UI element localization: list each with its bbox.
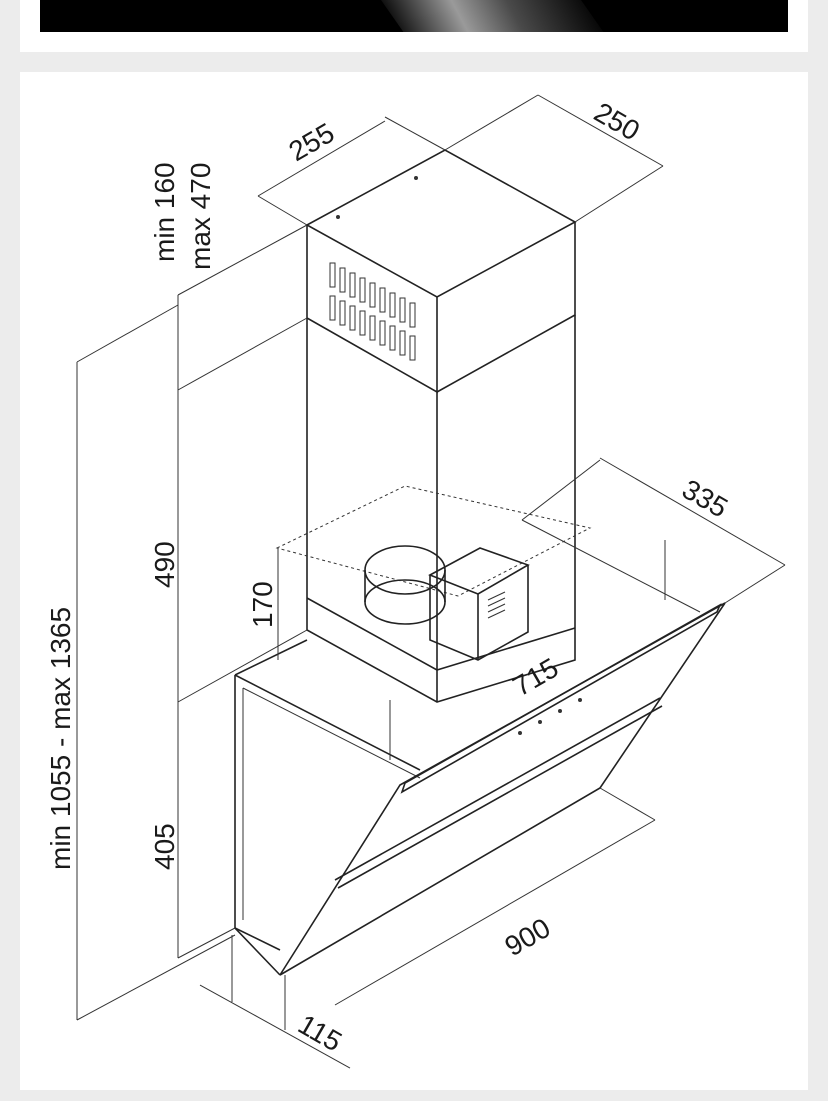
glass-panel [279, 602, 726, 976]
dim-chimney-width: 255 [284, 117, 340, 167]
dim-hood-width: 900 [500, 912, 556, 962]
dim-chimney-depth: 250 [589, 96, 645, 146]
dim-glass-offset: 115 [293, 1008, 347, 1057]
motor-assembly [275, 485, 592, 703]
dim-total-height: min 1055 - max 1365 [45, 607, 76, 870]
dim-extension-max: max 470 [185, 163, 216, 270]
chimney-lower [306, 315, 576, 702]
dim-motor-width: 715 [508, 652, 564, 702]
chimney-upper [305, 149, 577, 394]
dimension-lines [76, 94, 786, 1069]
dim-glass-height: 405 [149, 823, 180, 870]
dim-hood-depth: 335 [677, 473, 733, 523]
dim-chimney-height: 490 [149, 541, 180, 588]
dim-extension-min: min 160 [149, 162, 180, 262]
hood-body [234, 519, 701, 976]
vent-slots [329, 262, 416, 361]
dim-motor-height: 170 [247, 581, 278, 628]
header-banner [40, 0, 788, 32]
chimney-top-face [305, 149, 577, 298]
